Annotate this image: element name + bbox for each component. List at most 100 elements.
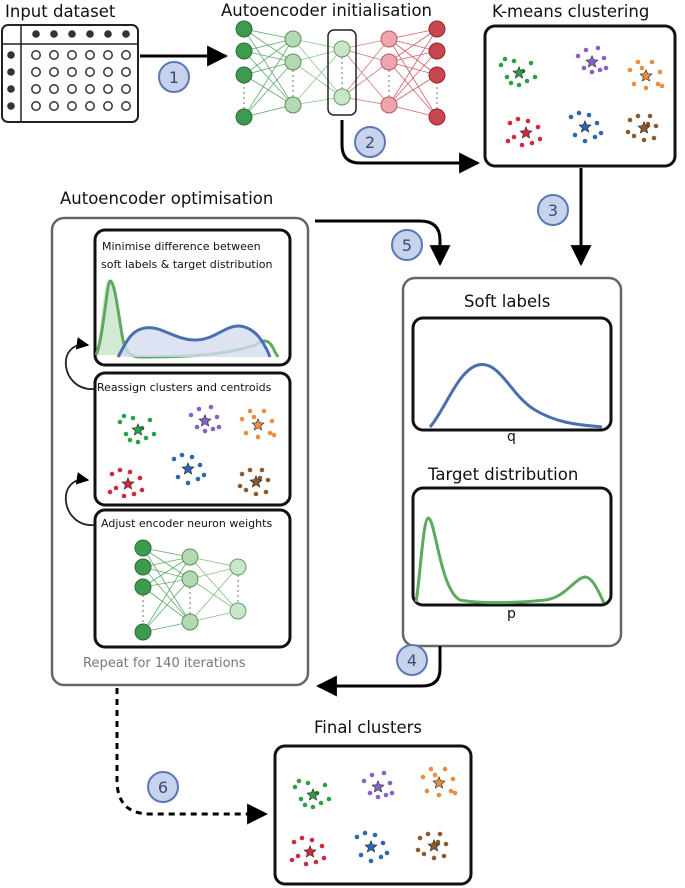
cluster-point	[515, 116, 521, 122]
cluster-point	[214, 414, 220, 420]
step-4-badge: 4	[396, 644, 428, 676]
centroid-star	[512, 66, 526, 79]
cluster-point	[265, 477, 271, 483]
cluster-point	[318, 800, 324, 806]
cluster-point	[247, 467, 253, 473]
cluster-point	[299, 835, 305, 841]
cluster-point	[322, 782, 328, 788]
cluster-point	[201, 472, 207, 478]
step-number: 1	[169, 68, 179, 87]
cluster-point	[372, 832, 378, 838]
net-edge	[243, 28, 294, 63]
cell-dot	[31, 84, 41, 94]
cluster-point	[595, 45, 601, 51]
net-node	[333, 88, 351, 106]
centroid-star	[637, 121, 651, 134]
net-node	[428, 20, 446, 38]
target-curve	[414, 516, 606, 605]
cluster-point	[631, 133, 637, 139]
cluster-point	[635, 59, 641, 65]
cluster-point	[586, 112, 592, 118]
cell-dot	[49, 84, 59, 94]
cluster-point	[581, 65, 587, 71]
step-6-badge: 6	[147, 771, 179, 803]
cluster-point	[594, 120, 600, 126]
net-edge	[388, 50, 438, 106]
cluster-point	[525, 118, 531, 124]
net-edge	[189, 566, 239, 623]
loop-arrow-top	[64, 337, 96, 390]
net-node	[428, 66, 446, 84]
cell-dot	[103, 67, 113, 77]
cluster-point	[354, 834, 360, 840]
minimise-line-1: Minimise difference between	[102, 240, 261, 253]
target-box	[411, 486, 613, 607]
cluster-point	[649, 59, 655, 65]
cluster-point	[502, 56, 508, 62]
cluster-point	[387, 780, 393, 786]
cluster-point	[123, 431, 129, 437]
cluster-point	[507, 120, 513, 126]
step-number: 6	[158, 778, 168, 797]
cluster-point	[415, 847, 421, 853]
cluster-point	[631, 81, 637, 87]
net-node	[284, 96, 302, 114]
net-node	[333, 40, 351, 58]
cluster-point	[367, 790, 373, 796]
arrow-6	[115, 688, 269, 825]
net-edge	[189, 556, 239, 612]
adjust-label: Adjust encoder neuron weights	[101, 517, 273, 530]
cluster-point	[643, 85, 649, 91]
cluster-point	[582, 138, 588, 144]
net-edge	[388, 74, 438, 106]
cell-dot	[103, 50, 113, 60]
cell-dot	[67, 101, 77, 111]
cluster-point	[296, 778, 302, 784]
net-edge	[292, 48, 343, 106]
cluster-point	[269, 418, 275, 424]
cluster-point	[127, 437, 133, 443]
cluster-point	[263, 489, 269, 495]
cluster-point	[583, 47, 589, 53]
net-edge	[142, 578, 191, 633]
cluster-point	[117, 419, 123, 425]
cluster-point	[117, 467, 123, 473]
kmeans-box	[483, 24, 677, 168]
cluster-point	[194, 424, 200, 430]
cell-dot	[85, 101, 95, 111]
cluster-point	[417, 835, 423, 841]
net-node	[181, 548, 199, 566]
soft-labels-box	[411, 316, 613, 432]
cluster-point	[109, 471, 115, 477]
net-edge	[142, 547, 191, 580]
cluster-point	[516, 82, 522, 88]
cluster-point	[259, 467, 265, 473]
cluster-point	[303, 861, 309, 867]
cluster-point	[271, 432, 277, 438]
cluster-point	[305, 780, 311, 786]
cell-dot	[121, 101, 131, 111]
net-edge	[341, 61, 390, 98]
cluster-point	[529, 140, 535, 146]
cluster-point	[196, 406, 202, 412]
cluster-point	[369, 772, 375, 778]
cluster-point	[601, 55, 607, 61]
soft-labels-title: Soft labels	[464, 292, 551, 311]
cluster-point	[202, 428, 208, 434]
cell-dot	[67, 50, 77, 60]
cluster-point	[428, 766, 434, 772]
cluster-point	[576, 110, 582, 116]
cluster-point	[216, 424, 222, 430]
cluster-point	[597, 67, 603, 73]
cluster-point	[127, 469, 133, 475]
net-edge	[292, 61, 343, 98]
step-2-badge: 2	[354, 126, 386, 158]
cell-dot	[67, 84, 77, 94]
header-dot	[50, 30, 58, 38]
centroid-star	[578, 120, 592, 133]
cluster-point	[625, 129, 631, 135]
cluster-point	[313, 859, 319, 865]
centroid-star	[306, 788, 320, 801]
net-node	[229, 558, 247, 576]
